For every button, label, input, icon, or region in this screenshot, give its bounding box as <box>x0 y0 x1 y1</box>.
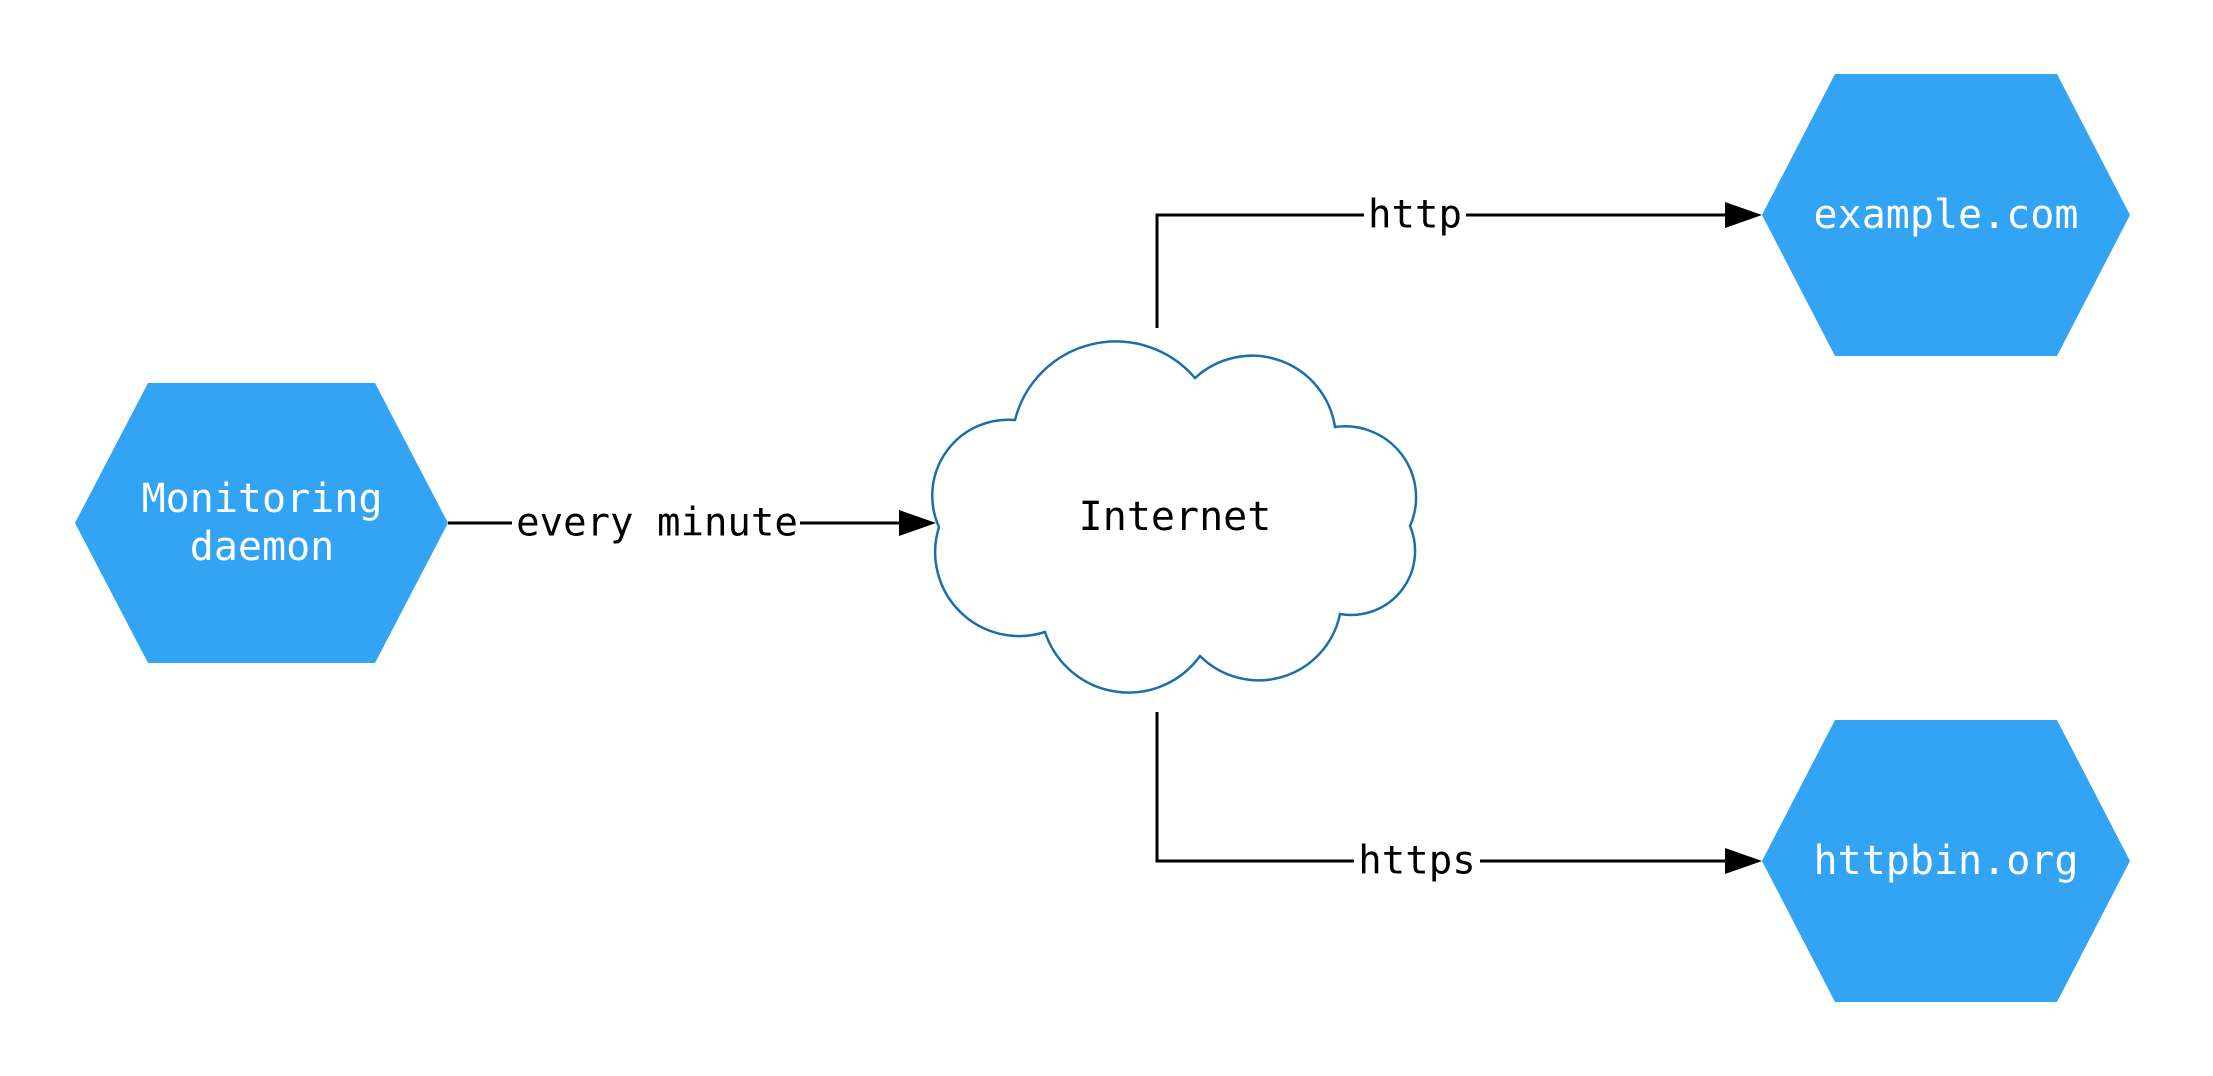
edge-http-elbow-line <box>1155 213 1364 328</box>
edge-https-elbow-line <box>1155 712 1354 863</box>
edge-https-label: https <box>1358 839 1475 884</box>
edge-every-minute-arrowhead <box>899 510 936 536</box>
internet-label: Internet <box>1079 494 1272 540</box>
example-com-label: example.com <box>1814 192 2079 238</box>
edge-https-arrowhead <box>1725 848 1762 874</box>
node-internet: Internet <box>931 340 1418 694</box>
edge-https: https <box>1155 712 1762 884</box>
node-monitoring-daemon: Monitoring daemon <box>75 383 448 663</box>
example-com-hexagon <box>1762 74 2130 356</box>
internet-cloud-shape <box>931 340 1418 694</box>
node-httpbin-org: httpbin.org <box>1762 720 2130 1002</box>
monitoring-daemon-hexagon <box>75 383 448 663</box>
edge-every-minute: every minute <box>448 501 936 546</box>
httpbin-org-hexagon <box>1762 720 2130 1002</box>
node-example-com: example.com <box>1762 74 2130 356</box>
edge-http: http <box>1155 193 1762 328</box>
edge-every-minute-label: every minute <box>516 501 798 546</box>
monitoring-daemon-label-line1: Monitoring <box>142 476 383 522</box>
edge-http-arrowhead <box>1725 202 1762 228</box>
edge-http-label: http <box>1368 193 1462 238</box>
httpbin-org-label: httpbin.org <box>1814 838 2079 884</box>
monitoring-daemon-label-line2: daemon <box>190 524 335 570</box>
